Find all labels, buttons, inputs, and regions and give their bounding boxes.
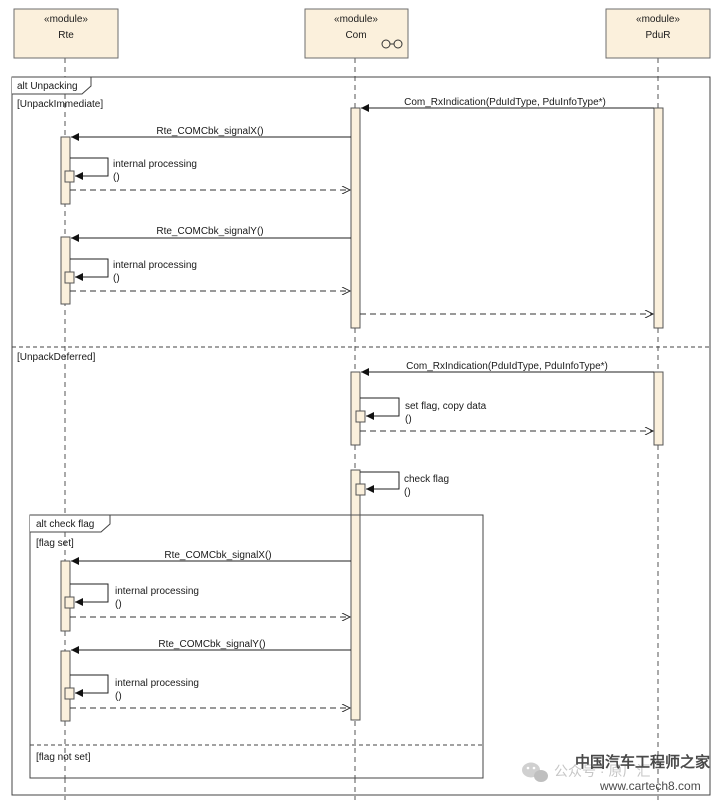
svg-text:internal processing: internal processing (113, 260, 197, 271)
watermark-title: 中国汽车工程师之家 (575, 753, 710, 771)
com-name: Com (345, 30, 366, 41)
svg-text:Rte_COMCbk_signalX(): Rte_COMCbk_signalX() (164, 550, 271, 561)
alt-frame-label: alt Unpacking (17, 81, 78, 92)
self-call-internal-3: internal processing () (64, 583, 199, 610)
svg-text:set flag, copy data: set flag, copy data (405, 401, 487, 412)
svg-text:Com_RxIndication(PduIdType, Pd: Com_RxIndication(PduIdType, PduInfoType*… (406, 361, 608, 372)
pdur-name: PduR (645, 30, 670, 41)
svg-text:check flag: check flag (404, 474, 449, 485)
rte-stereotype: «module» (44, 14, 88, 25)
svg-text:(): () (113, 273, 120, 284)
com-activation-2 (350, 371, 361, 446)
rte-name: Rte (58, 30, 74, 41)
participant-com: «module» Com (304, 8, 409, 59)
svg-text:Rte_COMCbk_signalY(): Rte_COMCbk_signalY() (156, 226, 263, 237)
guard-flag-set: [flag set] (36, 538, 74, 549)
inner-frame-label: alt check flag (36, 519, 94, 530)
message-rx-indication-2: Com_RxIndication(PduIdType, PduInfoType*… (361, 361, 654, 376)
svg-text:Rte_COMCbk_signalY(): Rte_COMCbk_signalY() (158, 639, 265, 650)
message-signal-y-2: Rte_COMCbk_signalY() (71, 639, 351, 654)
svg-text:internal processing: internal processing (113, 159, 197, 170)
alt-frame-check-flag: alt check flag [flag set] [flag not set] (29, 514, 484, 779)
self-call-internal-2: internal processing () (64, 258, 197, 284)
com-stereotype: «module» (334, 14, 378, 25)
message-signal-x-2: Rte_COMCbk_signalX() (71, 550, 351, 565)
self-call-check-flag: check flag () (355, 471, 449, 498)
participant-pdur: «module» PduR (605, 8, 711, 59)
pdur-activation-1 (653, 107, 664, 329)
svg-text:(): () (113, 172, 120, 183)
svg-text:(): () (115, 691, 122, 702)
watermark: 公众号 · 原厂汇 中国汽车工程师之家 www.cartech8.com (522, 753, 710, 793)
svg-text:Rte_COMCbk_signalX(): Rte_COMCbk_signalX() (156, 126, 263, 137)
participant-rte: «module» Rte (13, 8, 119, 59)
message-signal-x-1: Rte_COMCbk_signalX() (71, 126, 351, 141)
message-rx-indication-1: Com_RxIndication(PduIdType, PduInfoType*… (361, 97, 654, 112)
pdur-activation-2 (653, 371, 664, 446)
message-signal-y-1: Rte_COMCbk_signalY() (71, 226, 351, 242)
rte-activation-2 (60, 236, 71, 305)
self-call-internal-4: internal processing () (64, 674, 199, 702)
pdur-stereotype: «module» (636, 14, 680, 25)
watermark-url: www.cartech8.com (599, 779, 701, 793)
self-call-internal-1: internal processing () (64, 157, 197, 183)
guard-unpack-immediate: [UnpackImmediate] (17, 99, 103, 110)
guard-unpack-deferred: [UnpackDeferred] (17, 352, 96, 363)
svg-text:(): () (115, 599, 122, 610)
svg-text:(): () (405, 414, 412, 425)
wechat-icon (522, 762, 548, 782)
svg-text:(): () (404, 487, 411, 498)
alt-frame-unpacking: alt Unpacking [UnpackImmediate] [UnpackD… (11, 76, 711, 796)
watermark-subtitle: 公众号 · 原厂汇 (554, 763, 650, 779)
svg-text:Com_RxIndication(PduIdType, Pd: Com_RxIndication(PduIdType, PduInfoType*… (404, 97, 606, 108)
svg-text:internal processing: internal processing (115, 586, 199, 597)
self-call-set-flag: set flag, copy data () (355, 397, 487, 425)
com-activation-1 (350, 107, 361, 329)
guard-flag-not-set: [flag not set] (36, 752, 91, 763)
svg-text:internal processing: internal processing (115, 678, 199, 689)
component-icon (381, 39, 403, 49)
